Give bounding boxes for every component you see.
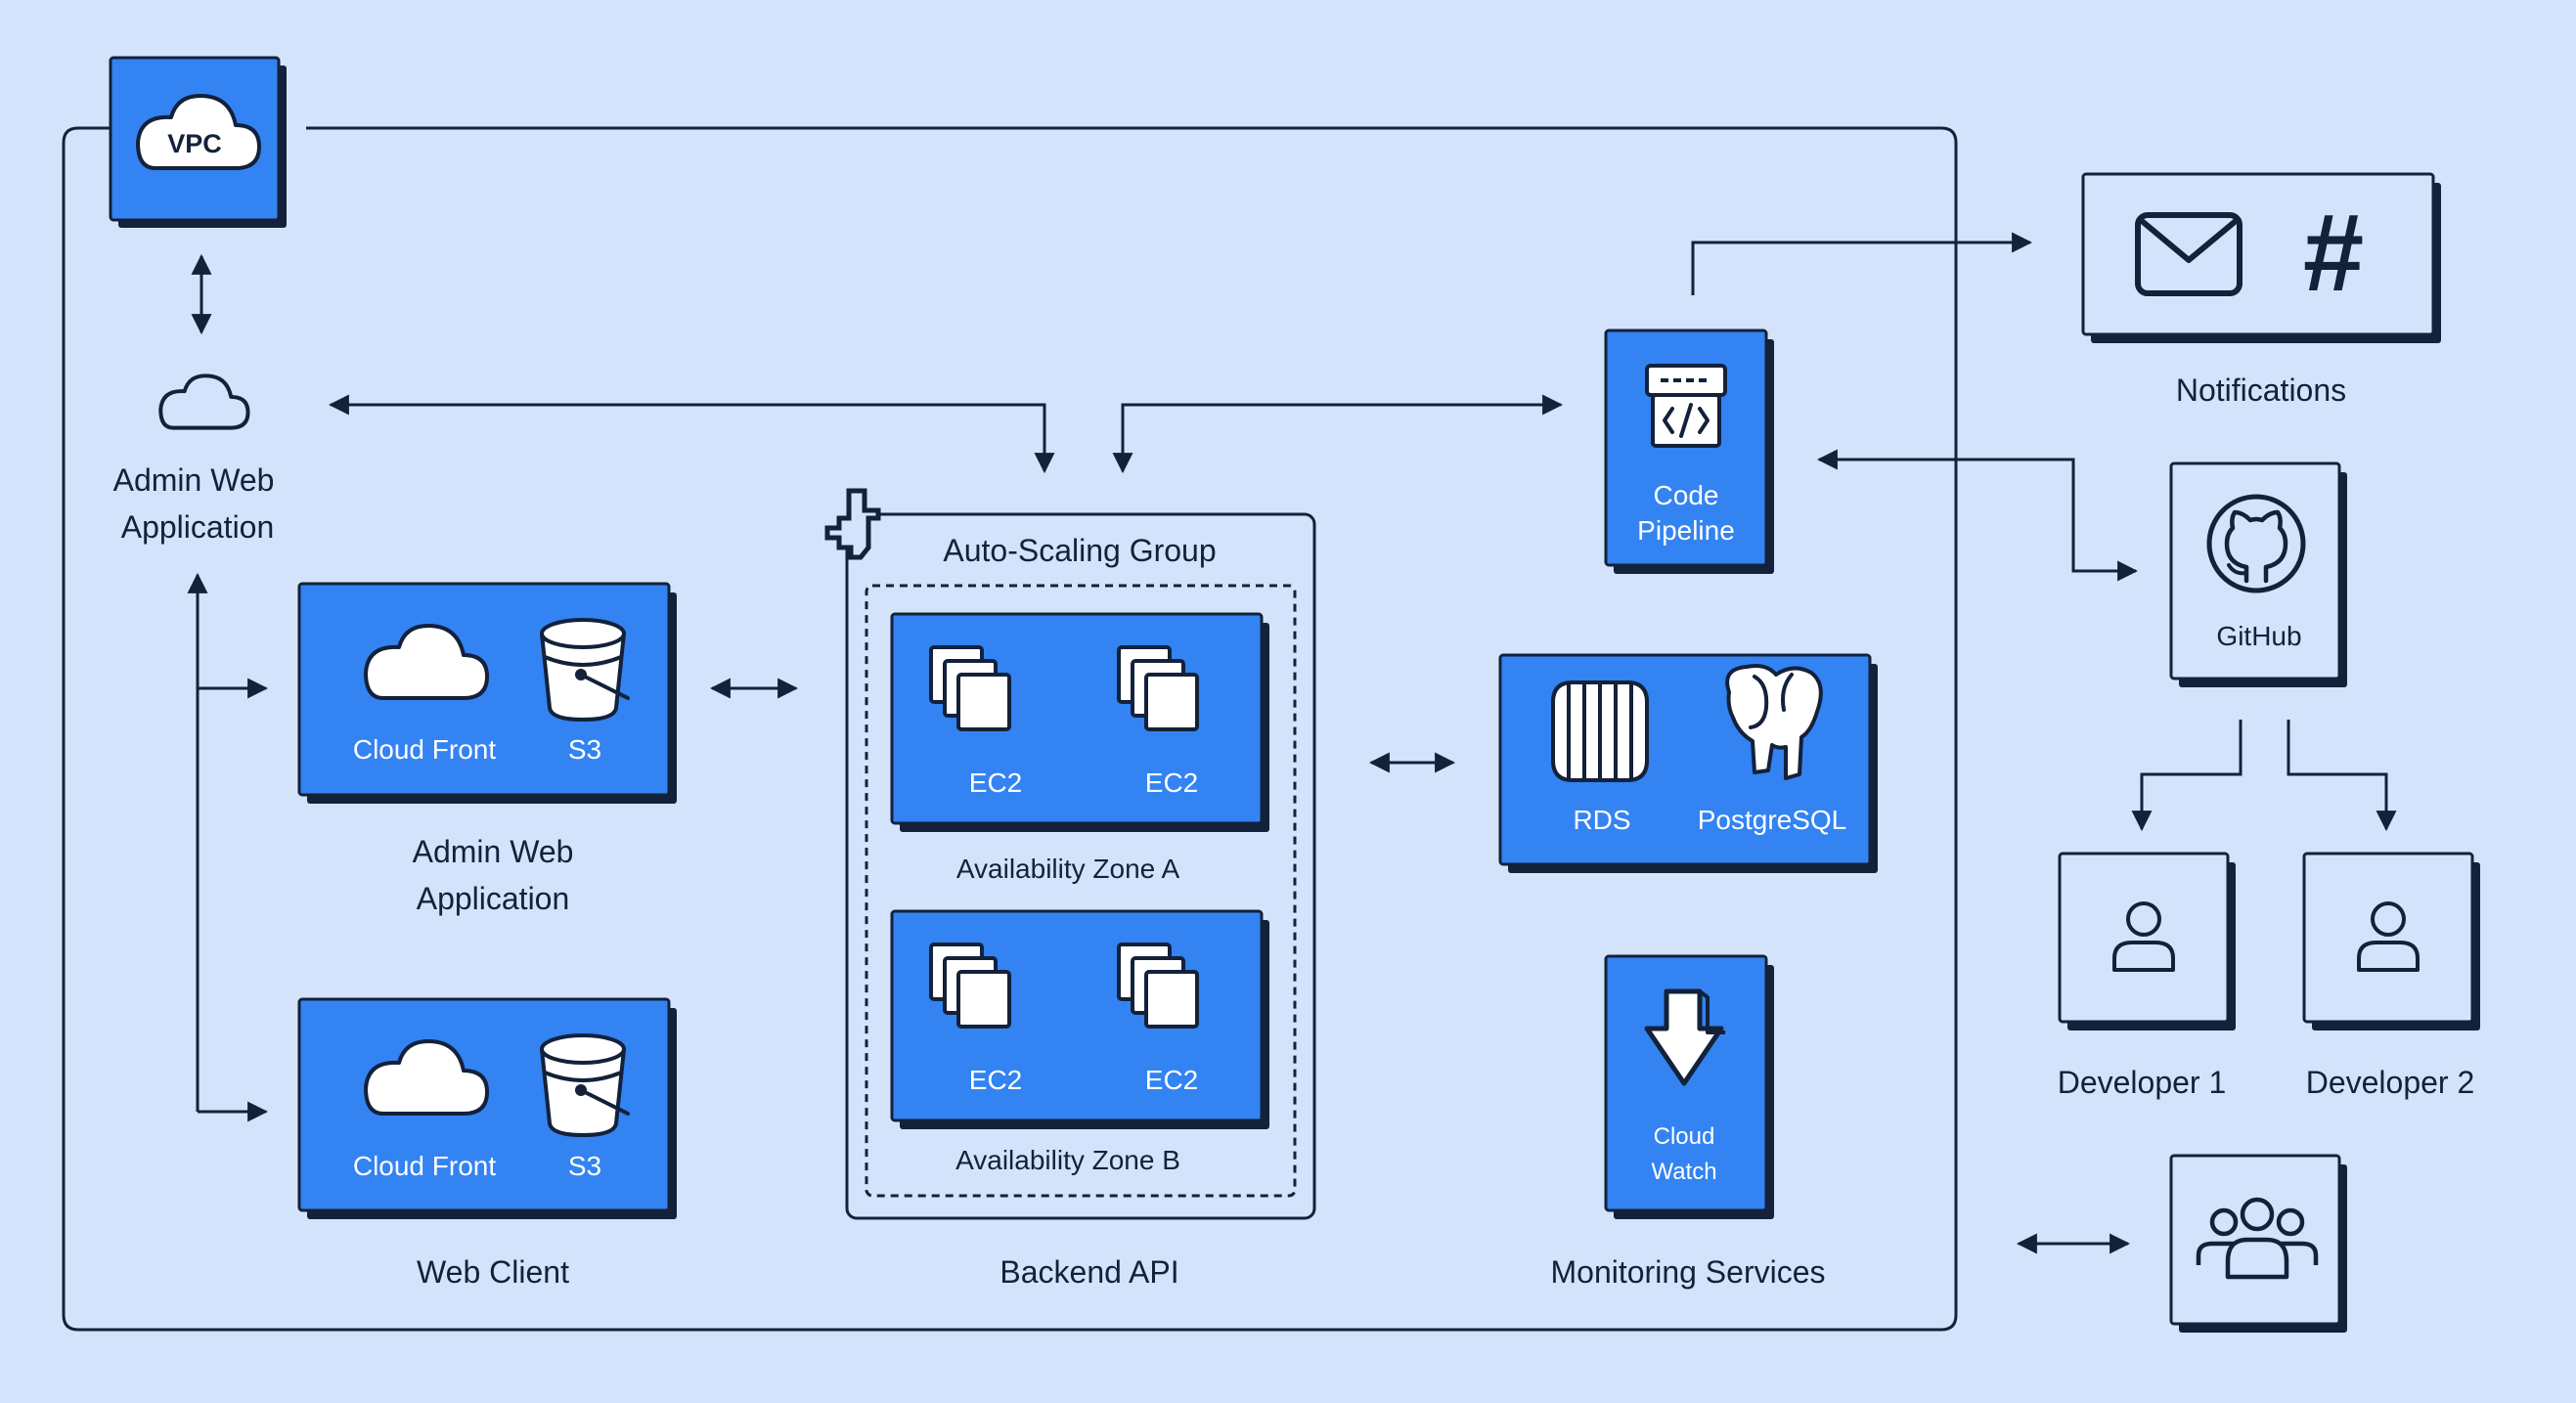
- cloudwatch-label-line1: Cloud: [1654, 1123, 1715, 1150]
- hand-cursor-icon: [824, 488, 881, 560]
- database-node[interactable]: RDS PostgreSQL: [1498, 653, 1878, 873]
- hash-icon: #: [2303, 192, 2364, 314]
- pipeline-label-line2: Pipeline: [1637, 515, 1735, 546]
- backend-api-caption: Backend API: [999, 1254, 1178, 1290]
- bucket-icon: [540, 1033, 630, 1137]
- github-label: GitHub: [2216, 621, 2301, 651]
- zone-a-caption: Availability Zone A: [956, 854, 1180, 884]
- notifications-caption: Notifications: [2176, 373, 2346, 408]
- ec2-label: EC2: [1145, 1065, 1198, 1095]
- developer-1-caption: Developer 1: [2058, 1065, 2227, 1100]
- notifications-node[interactable]: #: [2081, 172, 2441, 343]
- elephant-icon: [1725, 664, 1823, 780]
- availability-zone-a[interactable]: EC2 EC2: [890, 612, 1269, 832]
- web-client-caption: Web Client: [417, 1254, 569, 1290]
- mail-icon: [2135, 212, 2243, 296]
- vpc-container: [62, 126, 1958, 1332]
- admin-web-app-caption-line1: Admin Web: [413, 834, 574, 869]
- cloudwatch-label-line2: Watch: [1651, 1159, 1716, 1185]
- availability-zones-boundary: [865, 584, 1297, 1198]
- team-node[interactable]: [2169, 1154, 2347, 1333]
- vpc-node[interactable]: VPC: [109, 56, 287, 228]
- code-pipeline-node[interactable]: Code Pipeline: [1604, 329, 1774, 574]
- auto-scaling-group[interactable]: Auto-Scaling Group EC2 EC2 Availability …: [824, 488, 1316, 1220]
- ec2-label: EC2: [1145, 767, 1198, 798]
- admin-cloud-label-line1: Admin Web: [113, 462, 275, 498]
- ec2-label: EC2: [969, 1065, 1022, 1095]
- admin-cloud-node: Admin Web Application: [113, 373, 275, 545]
- bucket-icon: [540, 618, 630, 722]
- postgres-label: PostgreSQL: [1698, 805, 1847, 835]
- connectors: [187, 232, 2397, 1254]
- vpc-label: VPC: [167, 129, 222, 158]
- monitoring-caption: Monitoring Services: [1551, 1254, 1826, 1290]
- pipeline-label-line1: Code: [1654, 480, 1719, 510]
- admin-web-app-caption-line2: Application: [417, 881, 570, 916]
- developer-2-node[interactable]: [2302, 852, 2480, 1030]
- cloudfront-label: Cloud Front: [353, 734, 497, 765]
- github-node[interactable]: GitHub: [2169, 461, 2347, 687]
- developer-1-node[interactable]: [2058, 852, 2236, 1030]
- github-icon: [2206, 494, 2306, 593]
- team-icon: [2196, 1197, 2319, 1280]
- zone-b-caption: Availability Zone B: [955, 1145, 1180, 1175]
- rds-label: RDS: [1573, 805, 1630, 835]
- admin-cloud-label-line2: Application: [121, 509, 275, 545]
- download-arrow-icon: [1644, 988, 1725, 1086]
- admin-web-app-node[interactable]: Cloud Front S3: [297, 582, 677, 804]
- s3-label: S3: [568, 734, 601, 765]
- code-pipeline-icon: [1645, 364, 1727, 448]
- ec2-label: EC2: [969, 767, 1022, 798]
- cloudwatch-node[interactable]: Cloud Watch: [1604, 954, 1774, 1219]
- developer-2-caption: Developer 2: [2306, 1065, 2475, 1100]
- cloudfront-label: Cloud Front: [353, 1151, 497, 1181]
- s3-label: S3: [568, 1151, 601, 1181]
- cloud-outline-icon: [158, 373, 250, 430]
- web-client-node[interactable]: Cloud Front S3: [297, 997, 677, 1219]
- rds-cylinder-icon: [1551, 680, 1649, 782]
- availability-zone-b[interactable]: EC2 EC2: [890, 909, 1269, 1129]
- asg-title: Auto-Scaling Group: [943, 533, 1216, 568]
